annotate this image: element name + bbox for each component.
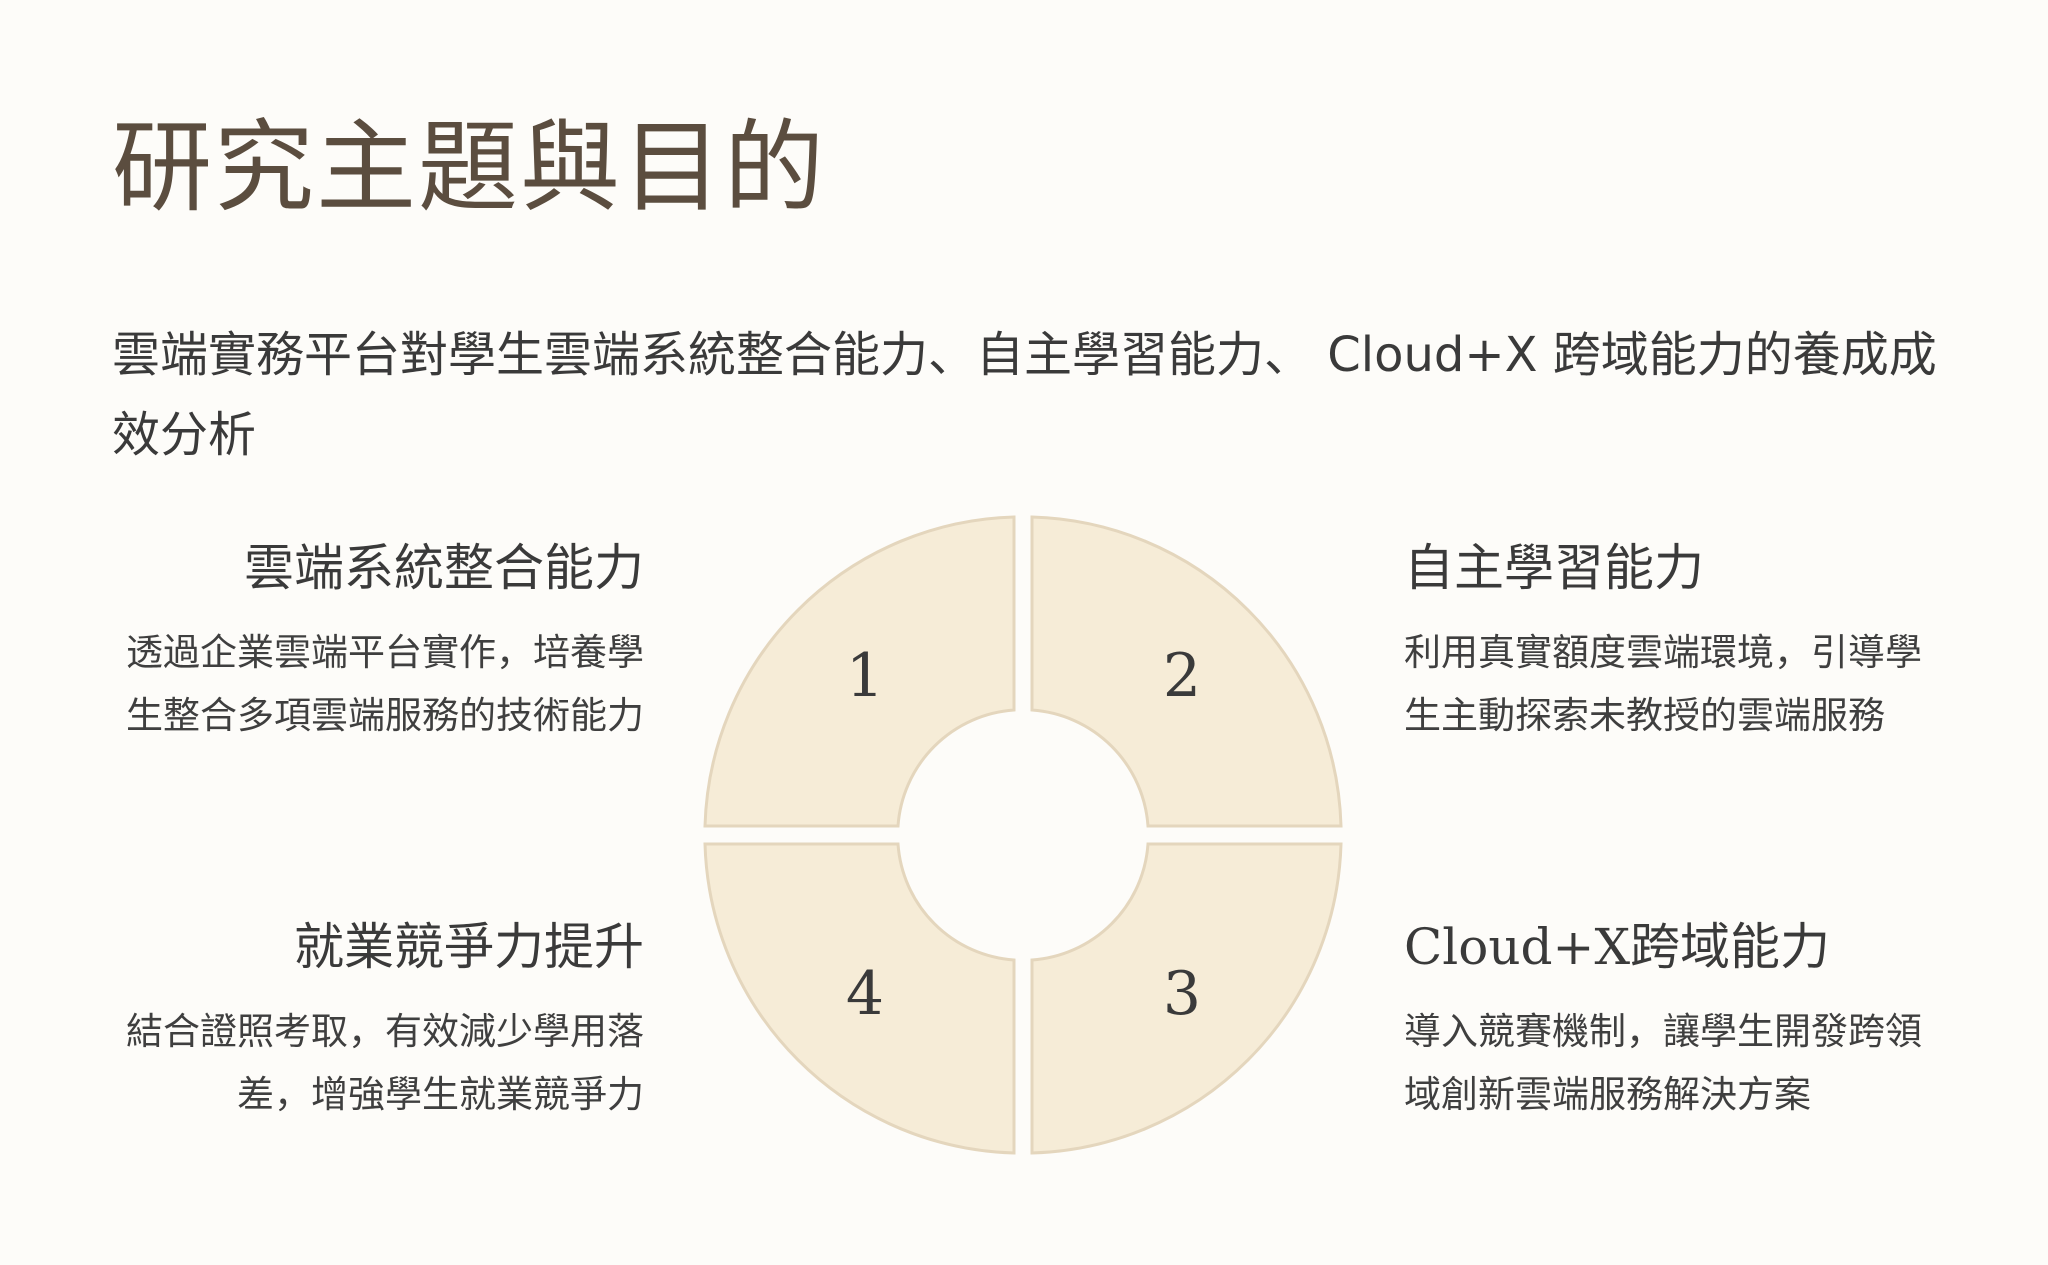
- cycle-segment-2-number: 2: [1163, 641, 1201, 711]
- cycle-item-1-title: 雲端系統整合能力: [244, 539, 644, 597]
- cycle-item-3-description: 導入競賽機制，讓學生開發跨領域創新雲端服務解決方案: [1404, 1010, 1922, 1116]
- cycle-segment-4-number: 4: [846, 959, 884, 1029]
- cycle-segment-1: 1: [703, 515, 1016, 828]
- cycle-segment-3-number: 3: [1163, 959, 1201, 1029]
- cycle-item-1: 雲端系統整合能力 透過企業雲端平台實作，培養學生整合多項雲端服務的技術能力: [124, 536, 644, 747]
- cycle-item-2-title: 自主學習能力: [1404, 539, 1704, 597]
- cycle-item-4: 就業競爭力提升 結合證照考取，有效減少學用落差，增強學生就業競爭力: [124, 915, 644, 1126]
- cycle-segment-4-shape: [703, 842, 1016, 1155]
- cycle-item-4-description: 結合證照考取，有效減少學用落差，增強學生就業競爭力: [126, 1010, 644, 1116]
- cycle-item-2: 自主學習能力 利用真實額度雲端環境，引導學生主動探索未教授的雲端服務: [1404, 536, 1924, 747]
- cycle-item-2-description: 利用真實額度雲端環境，引導學生主動探索未教授的雲端服務: [1404, 631, 1922, 737]
- cycle-segment-1-number: 1: [846, 641, 884, 711]
- cycle-segment-2: 2: [1030, 515, 1343, 828]
- cycle-segment-1-shape: [703, 515, 1016, 828]
- page-subtitle: 雲端實務平台對學生雲端系統整合能力、自主學習能力、 Cloud+X 跨域能力的養…: [112, 327, 1937, 463]
- cycle-item-3-title: Cloud+X跨域能力: [1404, 918, 1831, 976]
- cycle-item-3: Cloud+X跨域能力 導入競賽機制，讓學生開發跨領域創新雲端服務解決方案: [1404, 915, 1924, 1126]
- cycle-segment-3-shape: [1030, 842, 1343, 1155]
- cycle-segment-4: 4: [703, 842, 1016, 1155]
- cycle-item-4-title: 就業競爭力提升: [294, 918, 644, 976]
- cycle-segment-3: 3: [1030, 842, 1343, 1155]
- cycle-segment-2-shape: [1030, 515, 1343, 828]
- cycle-item-1-description: 透過企業雲端平台實作，培養學生整合多項雲端服務的技術能力: [126, 631, 644, 737]
- page-title: 研究主題與目的: [112, 109, 826, 226]
